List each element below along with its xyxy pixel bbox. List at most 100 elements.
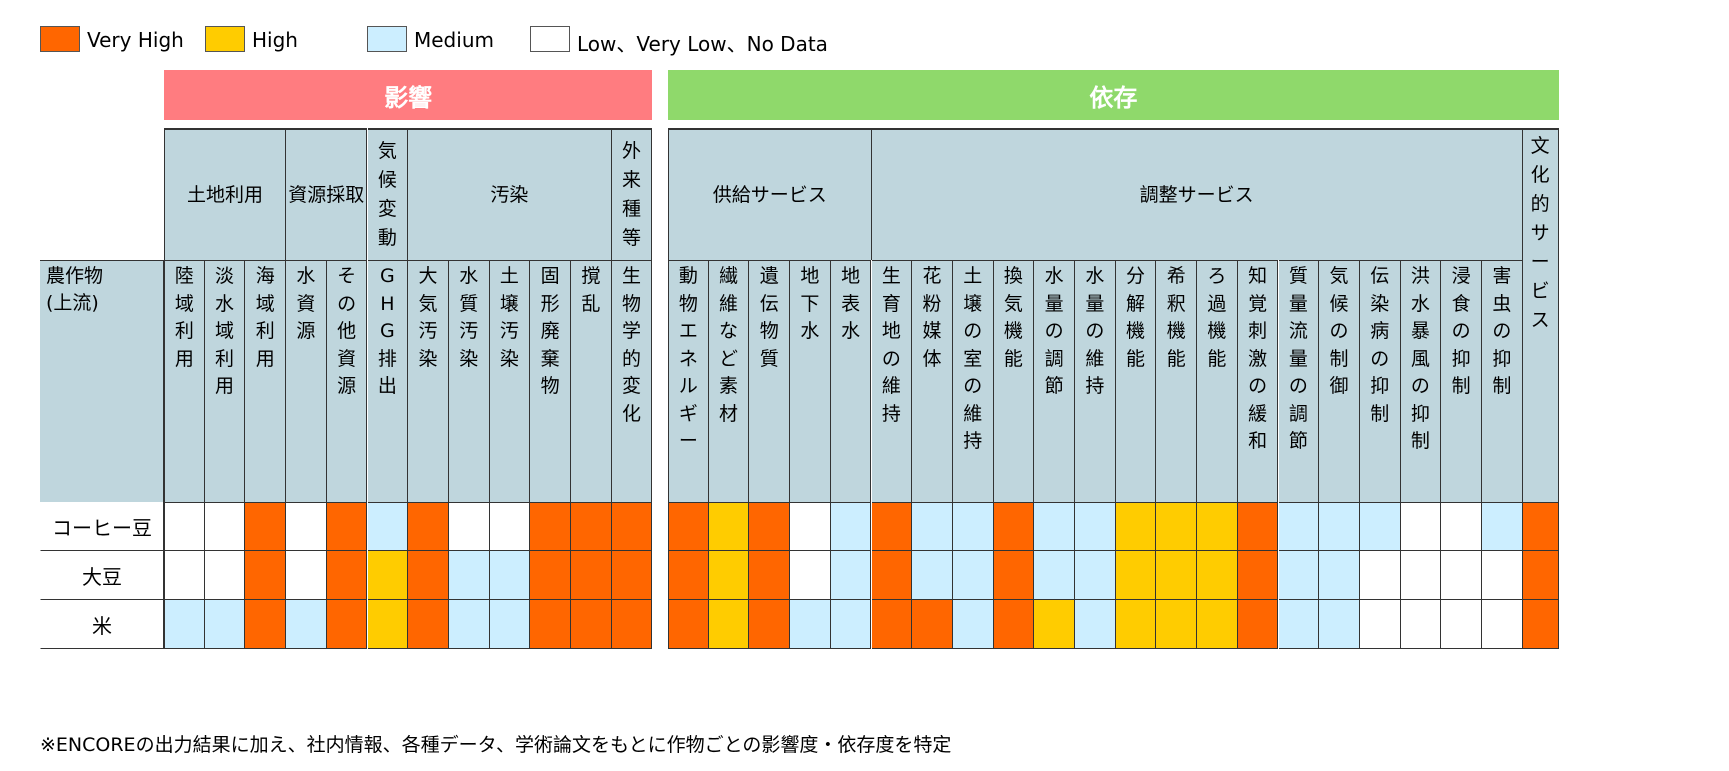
heatmap-cell <box>1156 551 1198 600</box>
heatmap-cell <box>1359 502 1401 551</box>
heatmap-cell <box>1482 502 1523 551</box>
label-text: 大気汚染 <box>418 265 438 370</box>
heatmap-cell <box>668 551 709 600</box>
column-header: GHG排出 <box>367 260 409 502</box>
heatmap-cell <box>790 551 831 600</box>
heatmap-cell <box>1400 551 1442 600</box>
footnote: ※ENCOREの出力結果に加え、社内情報、各種データ、学術論文をもとに作物ごとの… <box>40 734 952 756</box>
label-text: 遺伝物質 <box>759 265 779 370</box>
label-text: 固形廃棄物 <box>540 265 560 397</box>
column-header: 大気汚染 <box>408 260 449 502</box>
column-header: 伝染病の抑制 <box>1359 260 1401 502</box>
group-header: 調整サービス <box>871 128 1523 260</box>
column-header: 遺伝物質 <box>749 260 791 502</box>
heatmap-cell <box>448 600 490 649</box>
heatmap-cell <box>708 600 750 649</box>
column-header: 質量流量の調節 <box>1278 260 1320 502</box>
group-header: 文化的サービス <box>1522 128 1559 502</box>
row-label-1: 大豆 <box>40 551 164 600</box>
heatmap-cell <box>204 502 246 551</box>
column-header: 洪水暴風の抑制 <box>1400 260 1442 502</box>
heatmap-cell <box>790 502 831 551</box>
heatmap-cell <box>871 551 913 600</box>
heatmap-cell <box>749 600 791 649</box>
heatmap-cell <box>326 502 368 551</box>
heatmap-cell <box>448 502 490 551</box>
label-text: 水資源 <box>296 265 316 342</box>
crop-header: 農作物 (上流) <box>40 260 164 502</box>
label-text: ろ過機能 <box>1207 265 1227 370</box>
heatmap-cell <box>871 600 913 649</box>
label-text: 伝染病の抑制 <box>1370 265 1390 425</box>
heatmap-cell <box>952 502 994 551</box>
column-header: 淡水域利用 <box>204 260 246 502</box>
label-text: 土壌汚染 <box>499 265 519 370</box>
heatmap-cell <box>1075 600 1116 649</box>
heatmap-cell <box>668 502 709 551</box>
heatmap-cell <box>912 600 953 649</box>
heatmap-cell <box>326 551 368 600</box>
heatmap-cell <box>1115 551 1157 600</box>
legend-label: Medium <box>414 28 494 52</box>
heatmap-cell <box>1359 600 1401 649</box>
label-text: 生物学的変化 <box>622 265 642 425</box>
heatmap-cell <box>1278 600 1320 649</box>
heatmap-cell <box>245 551 287 600</box>
heatmap-cell <box>489 600 531 649</box>
label-text: 生育地の維持 <box>881 265 901 425</box>
label-text: 洪水暴風の抑制 <box>1410 265 1430 452</box>
heatmap-cell <box>367 600 409 649</box>
label-text: 水質汚染 <box>459 265 479 370</box>
heatmap-cell <box>571 551 612 600</box>
label-text: 文化的サービス <box>1530 135 1550 331</box>
column-header: 地表水 <box>830 260 872 502</box>
label-text: 浸食の抑制 <box>1451 265 1471 397</box>
heatmap-cell <box>286 502 327 551</box>
heatmap-cell <box>164 600 205 649</box>
heatmap-cell <box>668 600 709 649</box>
group-header: 供給サービス <box>668 128 872 260</box>
heatmap-cell <box>749 551 791 600</box>
column-header: 換気機能 <box>993 260 1035 502</box>
heatmap-cell <box>408 600 449 649</box>
heatmap-cell <box>571 600 612 649</box>
heatmap-cell <box>1237 600 1279 649</box>
column-header: 生育地の維持 <box>871 260 913 502</box>
column-header: 繊維など素材 <box>708 260 750 502</box>
label-text: 害虫の抑制 <box>1492 265 1512 397</box>
legend-swatch <box>205 26 245 52</box>
heatmap-cell <box>1034 502 1075 551</box>
column-header: 気候の制御 <box>1319 260 1360 502</box>
heatmap-cell <box>830 600 872 649</box>
column-header: その他資源 <box>326 260 368 502</box>
legend-swatch <box>367 26 407 52</box>
label-text: 動物エネルギー <box>678 265 698 452</box>
column-header: 土壌汚染 <box>489 260 531 502</box>
heatmap-cell <box>245 502 287 551</box>
heatmap-cell <box>489 551 531 600</box>
group-header: 外来種等 <box>611 128 653 260</box>
heatmap-cell <box>1482 551 1523 600</box>
label-text: 地下水 <box>800 265 820 342</box>
column-header: 知覚刺激の緩和 <box>1237 260 1279 502</box>
heatmap-cell <box>830 502 872 551</box>
heatmap-cell <box>1522 502 1559 551</box>
heatmap-cell <box>1319 551 1360 600</box>
label-text: 繊維など素材 <box>719 265 739 425</box>
label-text: 気候の制御 <box>1329 265 1349 397</box>
heatmap-cell <box>326 600 368 649</box>
label-text: 気候変動 <box>377 140 397 249</box>
heatmap-cell <box>489 502 531 551</box>
heatmap-cell <box>1034 600 1075 649</box>
heatmap-cell <box>1319 600 1360 649</box>
heatmap-cell <box>1237 551 1279 600</box>
heatmap-cell <box>1400 600 1442 649</box>
heatmap-cell <box>1115 502 1157 551</box>
heatmap-cell <box>708 502 750 551</box>
label-text: 地表水 <box>841 265 861 342</box>
heatmap-cell <box>611 600 653 649</box>
label-text: 撹乱 <box>581 265 601 315</box>
column-header: 撹乱 <box>571 260 612 502</box>
heatmap-cell <box>1522 600 1559 649</box>
